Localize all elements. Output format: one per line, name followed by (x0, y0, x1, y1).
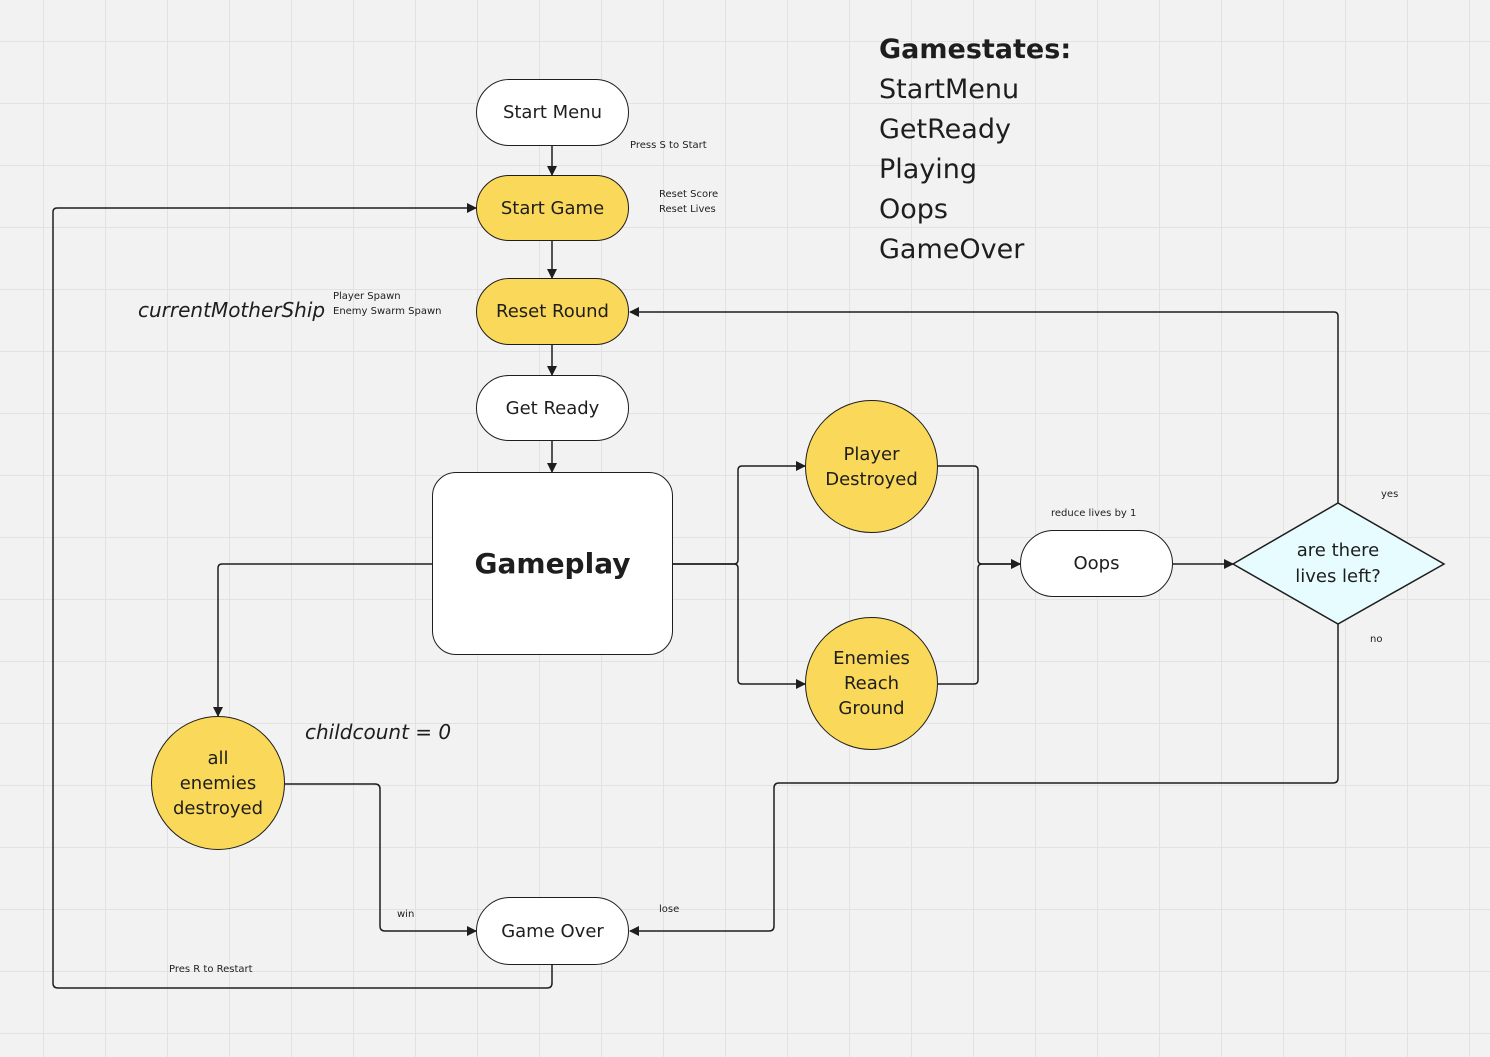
enemies-reach-ground-line-1: Enemies (833, 648, 910, 669)
player-destroyed-line-2: Destroyed (825, 468, 918, 490)
childcount-annotation: childcount = 0 (305, 720, 452, 744)
press-s-label: Press S to Start (630, 140, 707, 151)
enemies-reach-ground-node[interactable]: Enemies Reach Ground (805, 617, 938, 750)
oops-node[interactable]: Oops (1020, 530, 1173, 597)
gamestate-item: Playing (879, 154, 978, 185)
arrow-diamond-gameover-no (629, 624, 1339, 936)
all-enemies-destroyed-line-2: enemies (179, 772, 257, 794)
all-enemies-destroyed-line-1: all (207, 747, 229, 769)
player-destroyed-node[interactable]: Player Destroyed (805, 400, 938, 533)
restart-label: Pres R to Restart (169, 964, 253, 975)
all-enemies-destroyed-node[interactable]: all enemies destroyed (151, 716, 285, 850)
game-over-node[interactable]: Game Over (476, 897, 629, 965)
gamestate-item: GetReady (879, 114, 1011, 145)
start-menu-node[interactable]: Start Menu (476, 79, 629, 146)
arrow-gameplay-allenemies (213, 563, 432, 717)
arrow-gameplay-enemiesreach (673, 563, 806, 689)
enemies-reach-ground-line-3: Ground (838, 698, 905, 719)
reset-score-label: Reset Score (659, 189, 719, 200)
all-enemies-destroyed-line-3: destroyed (172, 797, 264, 819)
gameplay-node[interactable]: Gameplay (432, 472, 673, 655)
arrow-playerdestroyed-oops (938, 465, 1021, 569)
reset-lives-label: Reset Lives (659, 204, 716, 215)
gamestate-item: GameOver (879, 234, 1025, 265)
player-spawn-label: Player Spawn (333, 291, 401, 302)
gamestates-title: Gamestates: (879, 34, 1072, 65)
arrow-gameplay-playerdestroyed (673, 461, 806, 565)
enemies-reach-ground-line-2: Reach (843, 673, 900, 694)
lives-left-line-1: are there (1296, 540, 1380, 561)
start-game-node[interactable]: Start Game (476, 175, 629, 241)
mothership-annotation: currentMotherShip (138, 298, 326, 322)
lives-left-line-2: lives left? (1295, 566, 1381, 587)
win-label: win (397, 909, 415, 920)
lose-label: lose (659, 904, 680, 915)
reduce-lives-label: reduce lives by 1 (1051, 508, 1137, 519)
arrow-allenemies-gameover-win (285, 783, 477, 936)
yes-label: yes (1381, 489, 1399, 500)
gamestates-list: Gamestates: StartMenu GetReady Playing O… (879, 30, 1071, 270)
player-destroyed-line-1: Player (843, 443, 900, 465)
no-label: no (1370, 634, 1383, 645)
decision-diamond (1231, 502, 1446, 625)
arrow-gameover-startgame-restart (52, 203, 553, 989)
arrow-diamond-resetround-yes (629, 307, 1339, 503)
gamestate-item: Oops (879, 194, 948, 225)
enemy-swarm-spawn-label: Enemy Swarm Spawn (333, 306, 442, 317)
get-ready-node[interactable]: Get Ready (476, 375, 629, 441)
lives-left-question: are there lives left? (1268, 538, 1408, 590)
arrow-enemiesreach-oops (938, 559, 1021, 685)
gamestate-item: StartMenu (879, 74, 1020, 105)
reset-round-node[interactable]: Reset Round (476, 278, 629, 345)
